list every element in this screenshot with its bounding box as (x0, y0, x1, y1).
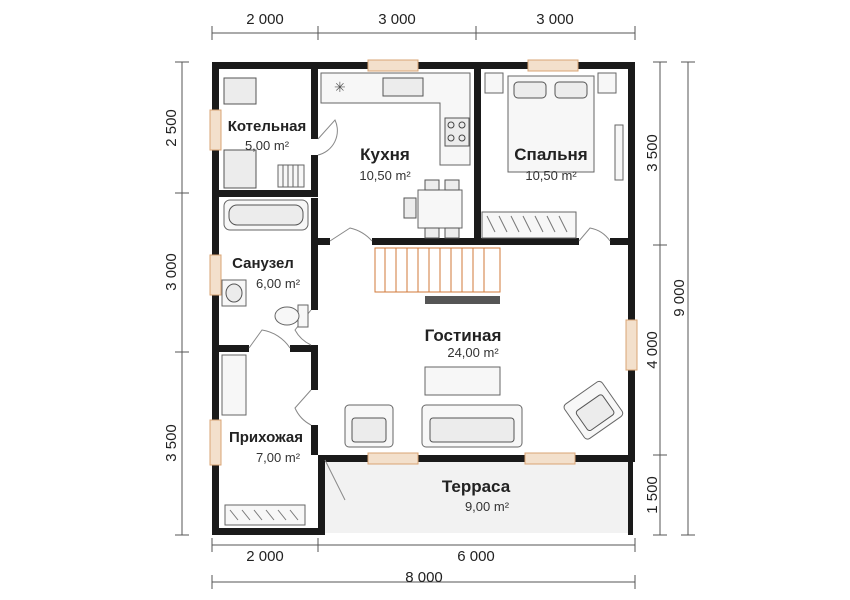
radiator-icon (277, 164, 305, 188)
boiler-unit (223, 77, 257, 105)
dim-left-1: 2 500 (163, 109, 180, 147)
room-labels: Котельная 5,00 m² Кухня 10,50 m² Спальня… (228, 118, 588, 514)
room-area-bedroom: 10,50 m² (525, 168, 577, 183)
kitchen-counter (320, 72, 471, 166)
room-area-hall: 7,00 m² (256, 450, 301, 465)
dim-bottom-1: 2 000 (246, 548, 284, 565)
sink (382, 77, 424, 97)
stove (444, 117, 470, 147)
water-heater (223, 149, 257, 189)
doors (248, 119, 611, 501)
living-furniture (344, 296, 624, 448)
room-name-bedroom: Спальня (514, 145, 587, 164)
bathroom-furniture (221, 199, 309, 328)
stairs (374, 247, 501, 293)
room-name-kitchen: Кухня (360, 145, 410, 164)
coffee-table (424, 366, 501, 396)
toilet-icon (274, 304, 309, 328)
nightstand-left (484, 72, 504, 94)
dimension-lines (175, 26, 695, 589)
hall-furniture (221, 354, 306, 526)
dim-bottom-2: 6 000 (457, 548, 495, 565)
dimension-labels: 2 000 3 000 3 000 2 000 6 000 8 000 2 50… (163, 11, 688, 586)
dim-left-3: 3 500 (163, 424, 180, 462)
dim-right-3: 1 500 (644, 476, 661, 514)
dim-top-3: 3 000 (536, 11, 574, 28)
dining-table (417, 189, 463, 229)
dim-right-2: 4 000 (644, 331, 661, 369)
armchair-right (563, 380, 624, 440)
room-name-boiler: Котельная (228, 118, 307, 135)
room-name-terrace: Терраса (442, 477, 511, 496)
shoe-rack (224, 504, 306, 526)
dim-top-2: 3 000 (378, 11, 416, 28)
room-area-living: 24,00 m² (447, 345, 499, 360)
windows (209, 59, 638, 466)
room-name-living: Гостиная (425, 326, 502, 345)
dim-right-1: 3 500 (644, 134, 661, 172)
bedroom-furniture (481, 72, 624, 239)
snowflake-icon: ✳ (334, 80, 346, 96)
bedroom-wardrobe (481, 211, 577, 239)
room-area-bathroom: 6,00 m² (256, 276, 301, 291)
dim-top-1: 2 000 (246, 11, 284, 28)
room-area-kitchen: 10,50 m² (359, 168, 411, 183)
dim-left-2: 3 000 (163, 253, 180, 291)
dim-right-total: 9 000 (671, 279, 688, 317)
boiler-furniture (223, 77, 305, 189)
room-area-boiler: 5,00 m² (245, 138, 290, 153)
room-name-hall: Прихожая (229, 429, 303, 446)
tv-stand (425, 296, 500, 304)
nightstand-right (597, 72, 617, 94)
dim-bottom-total: 8 000 (405, 569, 443, 586)
room-area-terrace: 9,00 m² (465, 499, 510, 514)
wall-mirror (614, 124, 624, 181)
kitchen-furniture: ✳ (320, 72, 471, 239)
hall-wardrobe (221, 354, 247, 416)
terrace-floor (318, 455, 630, 533)
room-name-bathroom: Санузел (232, 255, 294, 272)
